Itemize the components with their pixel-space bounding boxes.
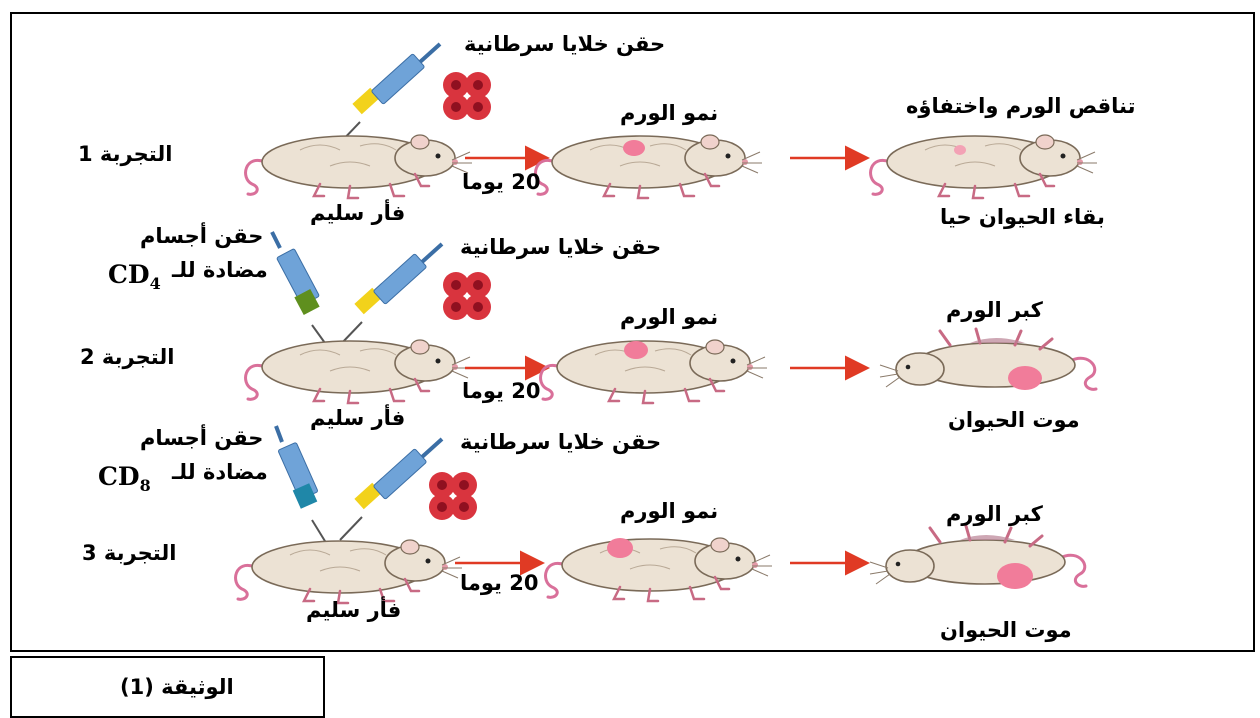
exp3-mouse-dead xyxy=(870,526,1086,586)
exp1-stage3-bottom-label: بقاء الحيوان حيا xyxy=(940,207,1105,228)
exp2-cancer-injection-label: حقن خلايا سرطانية xyxy=(460,237,661,258)
exp2-antibody-marker: CD4 xyxy=(108,262,161,292)
exp3-antibody-syringe xyxy=(276,426,328,546)
exp1-mouse-recovered xyxy=(871,135,1097,198)
exp1-stage3-top-label: تناقص الورم واختفاؤه xyxy=(906,96,1136,117)
exp3-cancer-injection-label: حقن خلايا سرطانية xyxy=(460,432,661,453)
exp3-duration-label: 20 يوما xyxy=(460,573,538,594)
exp3-antibody-line1: حقن أجسام xyxy=(140,428,263,449)
exp3-stage2-label: نمو الورم xyxy=(620,501,718,522)
exp3-mouse-label: فأر سليم xyxy=(306,600,401,621)
exp3-mouse-tumor xyxy=(546,538,772,601)
exp2-mouse-label: فأر سليم xyxy=(310,408,405,429)
exp3-antibody-marker: CD8 xyxy=(98,464,151,494)
exp1-stage2-label: نمو الورم xyxy=(620,103,718,124)
exp2-mouse-tumor xyxy=(541,340,767,403)
exp3-tumor-large xyxy=(997,563,1033,589)
document-caption: الوثيقة (1) xyxy=(120,677,234,698)
exp1-mouse-label: فأر سليم xyxy=(310,203,405,224)
exp3-cancer-syringe xyxy=(340,439,442,540)
exp1-cancer-cells xyxy=(443,72,491,120)
exp3-antibody-line2: مضادة للـ xyxy=(172,462,268,483)
exp2-stage3-top-label: كبر الورم xyxy=(946,300,1043,321)
exp2-antibody-line2: مضادة للـ xyxy=(172,260,268,281)
exp1-mouse-healthy xyxy=(246,135,472,198)
exp1-tumor-shrinking xyxy=(954,145,966,155)
exp1-tumor-growing xyxy=(623,140,645,156)
exp3-tumor-growing xyxy=(607,538,633,558)
exp2-antibody-syringe xyxy=(272,232,330,350)
exp1-cancer-injection-label: حقن خلايا سرطانية xyxy=(464,34,665,55)
exp3-stage3-top-label: كبر الورم xyxy=(946,504,1043,525)
exp1-label: التجربة 1 xyxy=(78,144,172,165)
exp3-mouse-healthy xyxy=(236,540,462,603)
exp1-duration-label: 20 يوما xyxy=(462,172,540,193)
exp2-mouse-dead xyxy=(880,329,1096,389)
exp2-cancer-syringe xyxy=(340,244,442,345)
exp1-mouse-tumor xyxy=(536,135,762,198)
exp2-duration-label: 20 يوما xyxy=(462,381,540,402)
exp2-stage2-label: نمو الورم xyxy=(620,307,718,328)
exp3-label: التجربة 3 xyxy=(82,543,176,564)
exp2-stage3-bottom-label: موت الحيوان xyxy=(948,410,1080,431)
exp3-stage3-bottom-label: موت الحيوان xyxy=(940,620,1072,641)
exp2-label: التجربة 2 xyxy=(80,347,174,368)
exp3-cancer-cells xyxy=(429,472,477,520)
exp1-cancer-syringe xyxy=(338,44,440,145)
exp2-tumor-growing xyxy=(624,341,648,359)
exp2-antibody-line1: حقن أجسام xyxy=(140,226,263,247)
exp2-cancer-cells xyxy=(443,272,491,320)
exp2-mouse-healthy xyxy=(246,340,472,403)
exp2-tumor-large xyxy=(1008,366,1042,390)
